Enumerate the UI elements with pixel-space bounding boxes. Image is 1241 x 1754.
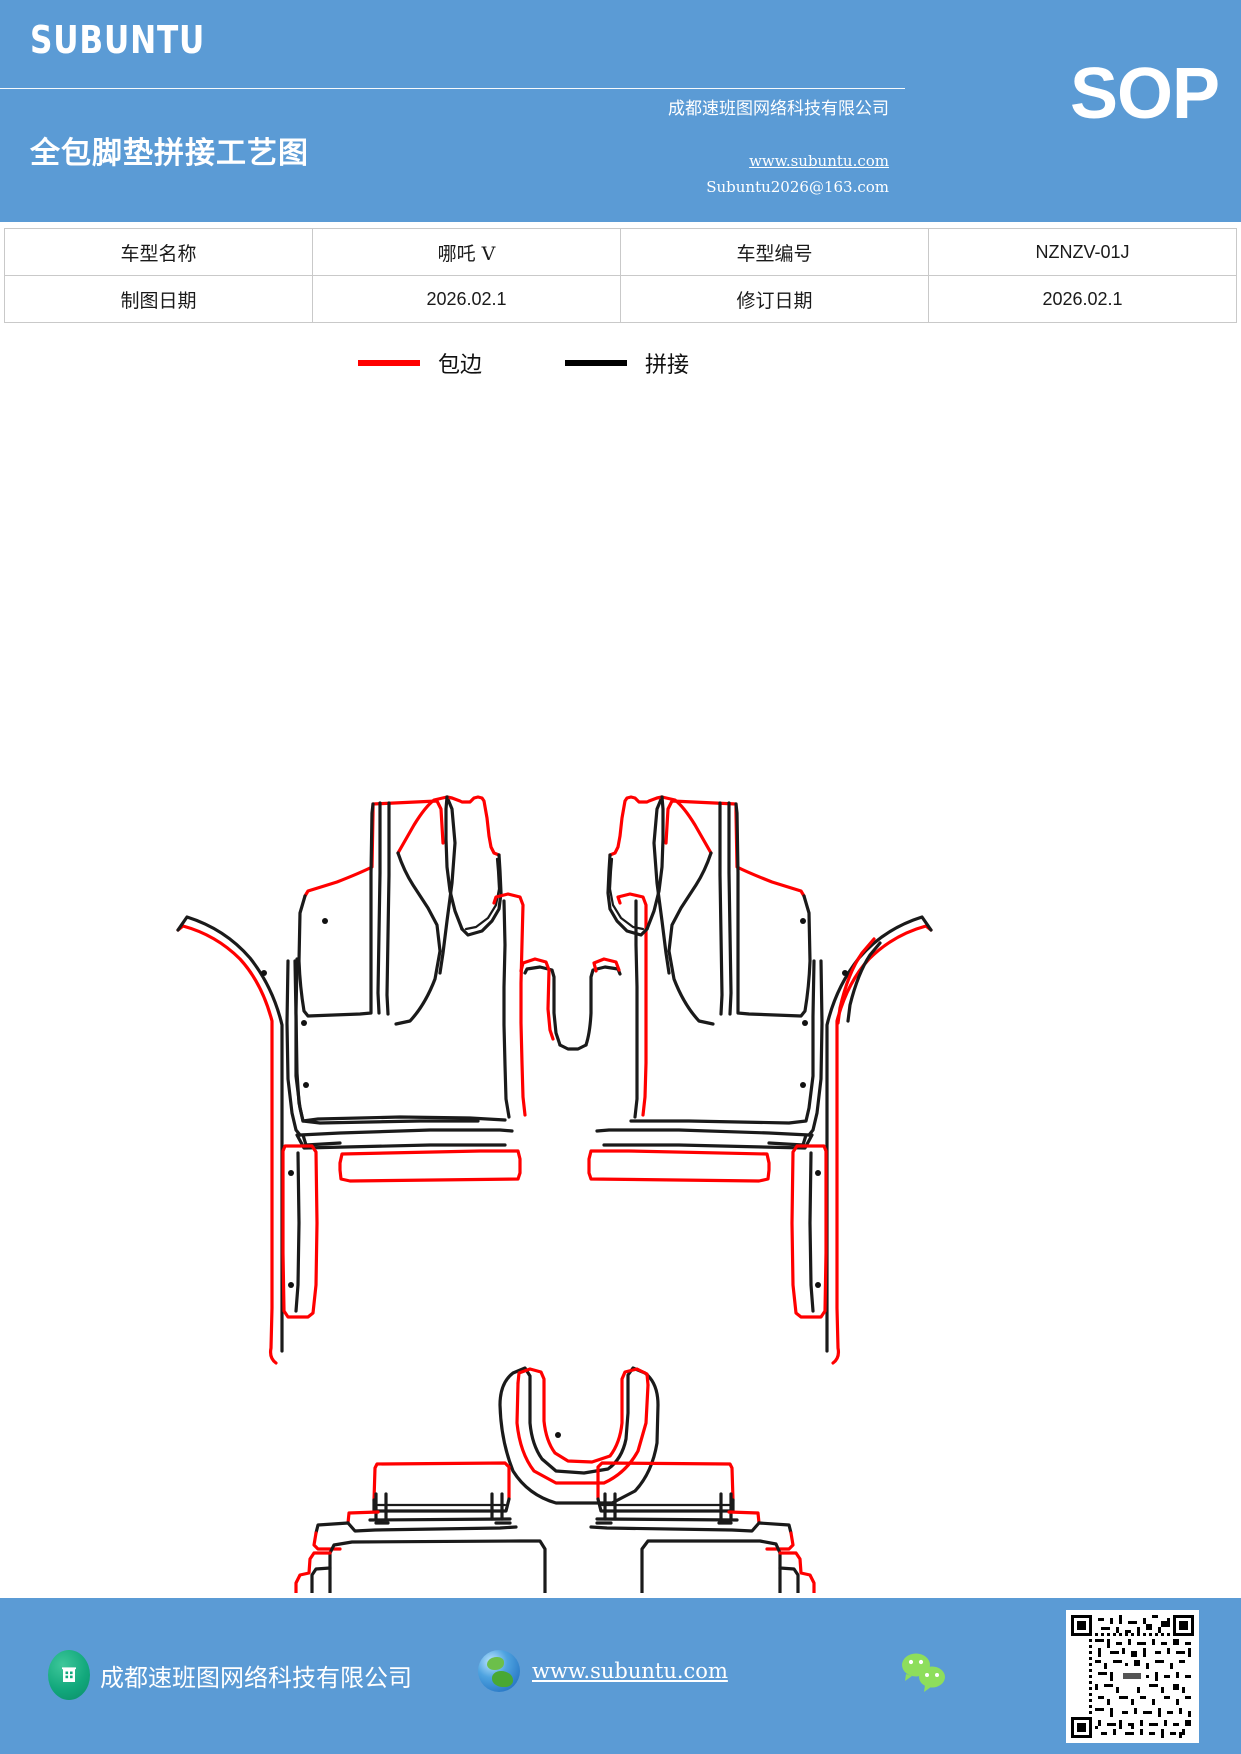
legend-swatch-red-line [358, 360, 420, 366]
vehicle-info-table: 车型名称 哪吒 V 车型编号 NZNZV-01J 制图日期 2026.02.1 … [4, 228, 1238, 323]
table-row: 车型名称 哪吒 V 车型编号 NZNZV-01J [4, 228, 1238, 276]
cell-model-code-value: NZNZV-01J [927, 228, 1238, 276]
cell-model-code-label: 车型编号 [619, 228, 929, 276]
qr-code [1066, 1610, 1199, 1743]
table-row: 制图日期 2026.02.1 修订日期 2026.02.1 [4, 275, 1238, 323]
front-row-mat-group [176, 795, 933, 1365]
mark-dot [322, 918, 328, 924]
drawing-legend: 包边 拼接 [0, 339, 1241, 393]
cell-draw-date-label: 制图日期 [4, 275, 313, 323]
legend-item-splice: 拼接 [565, 347, 689, 379]
wechat-icon [898, 1650, 952, 1694]
mark-dot [303, 1082, 309, 1088]
building-icon [48, 1650, 90, 1700]
legend-label-splice: 拼接 [645, 353, 690, 378]
globe-icon [478, 1650, 520, 1692]
mark-dot [301, 1020, 307, 1026]
mark-dot [815, 1170, 821, 1176]
header-company-name: 成都速班图网络科技有限公司 [668, 99, 889, 119]
cell-revision-date-value: 2026.02.1 [927, 275, 1238, 323]
footer-website-block[interactable]: www.subuntu.com [478, 1650, 728, 1692]
mark-dot [815, 1282, 821, 1288]
mark-dot [800, 1082, 806, 1088]
mark-dot [842, 970, 848, 976]
legend-item-edging: 包边 [358, 347, 482, 379]
cell-revision-date-label: 修订日期 [619, 275, 929, 323]
document-type-badge: SOP [1069, 54, 1220, 134]
technical-drawing-canvas [0, 393, 1241, 1593]
mark-dot [288, 1170, 294, 1176]
footer-website-link[interactable]: www.subuntu.com [532, 1659, 728, 1683]
legend-swatch-black-line [565, 360, 627, 366]
page-title: 全包脚垫拼接工艺图 [30, 136, 309, 171]
cell-draw-date-value: 2026.02.1 [311, 275, 621, 323]
footer-company-name: 成都速班图网络科技有限公司 [100, 1663, 412, 1692]
floor-mat-pattern-diagram [176, 795, 933, 1593]
mark-dot [800, 918, 806, 924]
mark-dot [802, 1020, 808, 1026]
cell-model-name-label: 车型名称 [4, 228, 313, 276]
header-website-link[interactable]: www.subuntu.com [749, 152, 889, 170]
rear-row-mat-group [294, 1366, 816, 1593]
cell-model-name-value: 哪吒 V [311, 228, 621, 276]
mark-dot [555, 1432, 561, 1438]
brand-logo: SUBUNTU [30, 18, 206, 62]
header-divider [0, 88, 905, 89]
header-email: Subuntu2026@163.com [706, 178, 889, 196]
footer-company-block: 成都速班图网络科技有限公司 [48, 1650, 412, 1700]
page-header: SUBUNTU 全包脚垫拼接工艺图 成都速班图网络科技有限公司 www.subu… [0, 0, 1241, 222]
legend-label-edging: 包边 [438, 353, 483, 378]
page-footer: 成都速班图网络科技有限公司 www.subuntu.com [0, 1598, 1241, 1754]
mark-dot [288, 1282, 294, 1288]
mark-dot [261, 970, 267, 976]
